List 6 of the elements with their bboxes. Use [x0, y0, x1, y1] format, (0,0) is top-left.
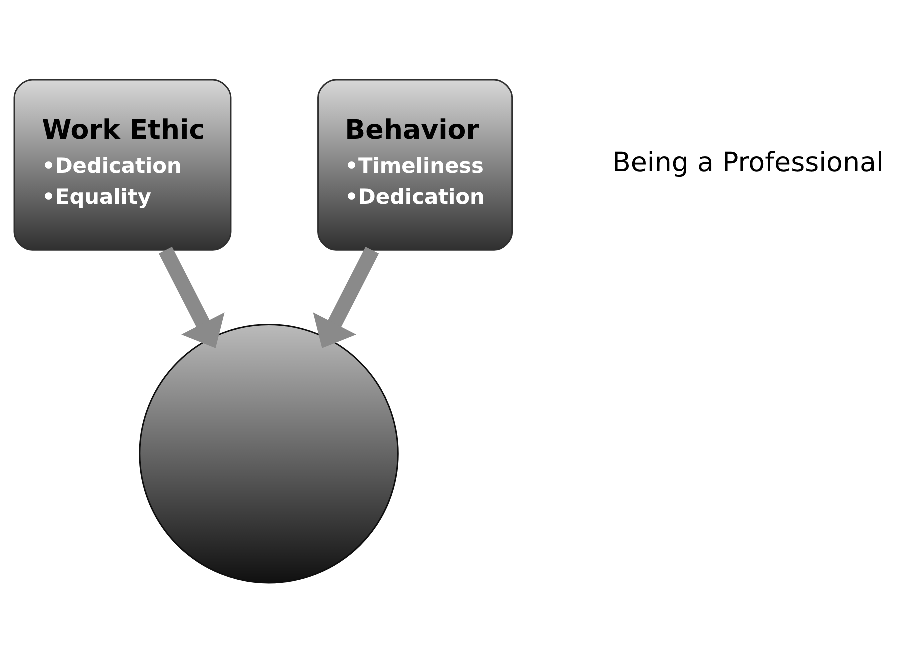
label: Being a Professional: [612, 148, 884, 179]
arrow: [313, 246, 380, 348]
node-box: Behavior •Timeliness •Dedication: [318, 79, 514, 251]
arrow: [159, 246, 225, 348]
node-circle: [139, 324, 399, 584]
node-box: Work Ethic •Dedication •Equality: [14, 79, 232, 251]
